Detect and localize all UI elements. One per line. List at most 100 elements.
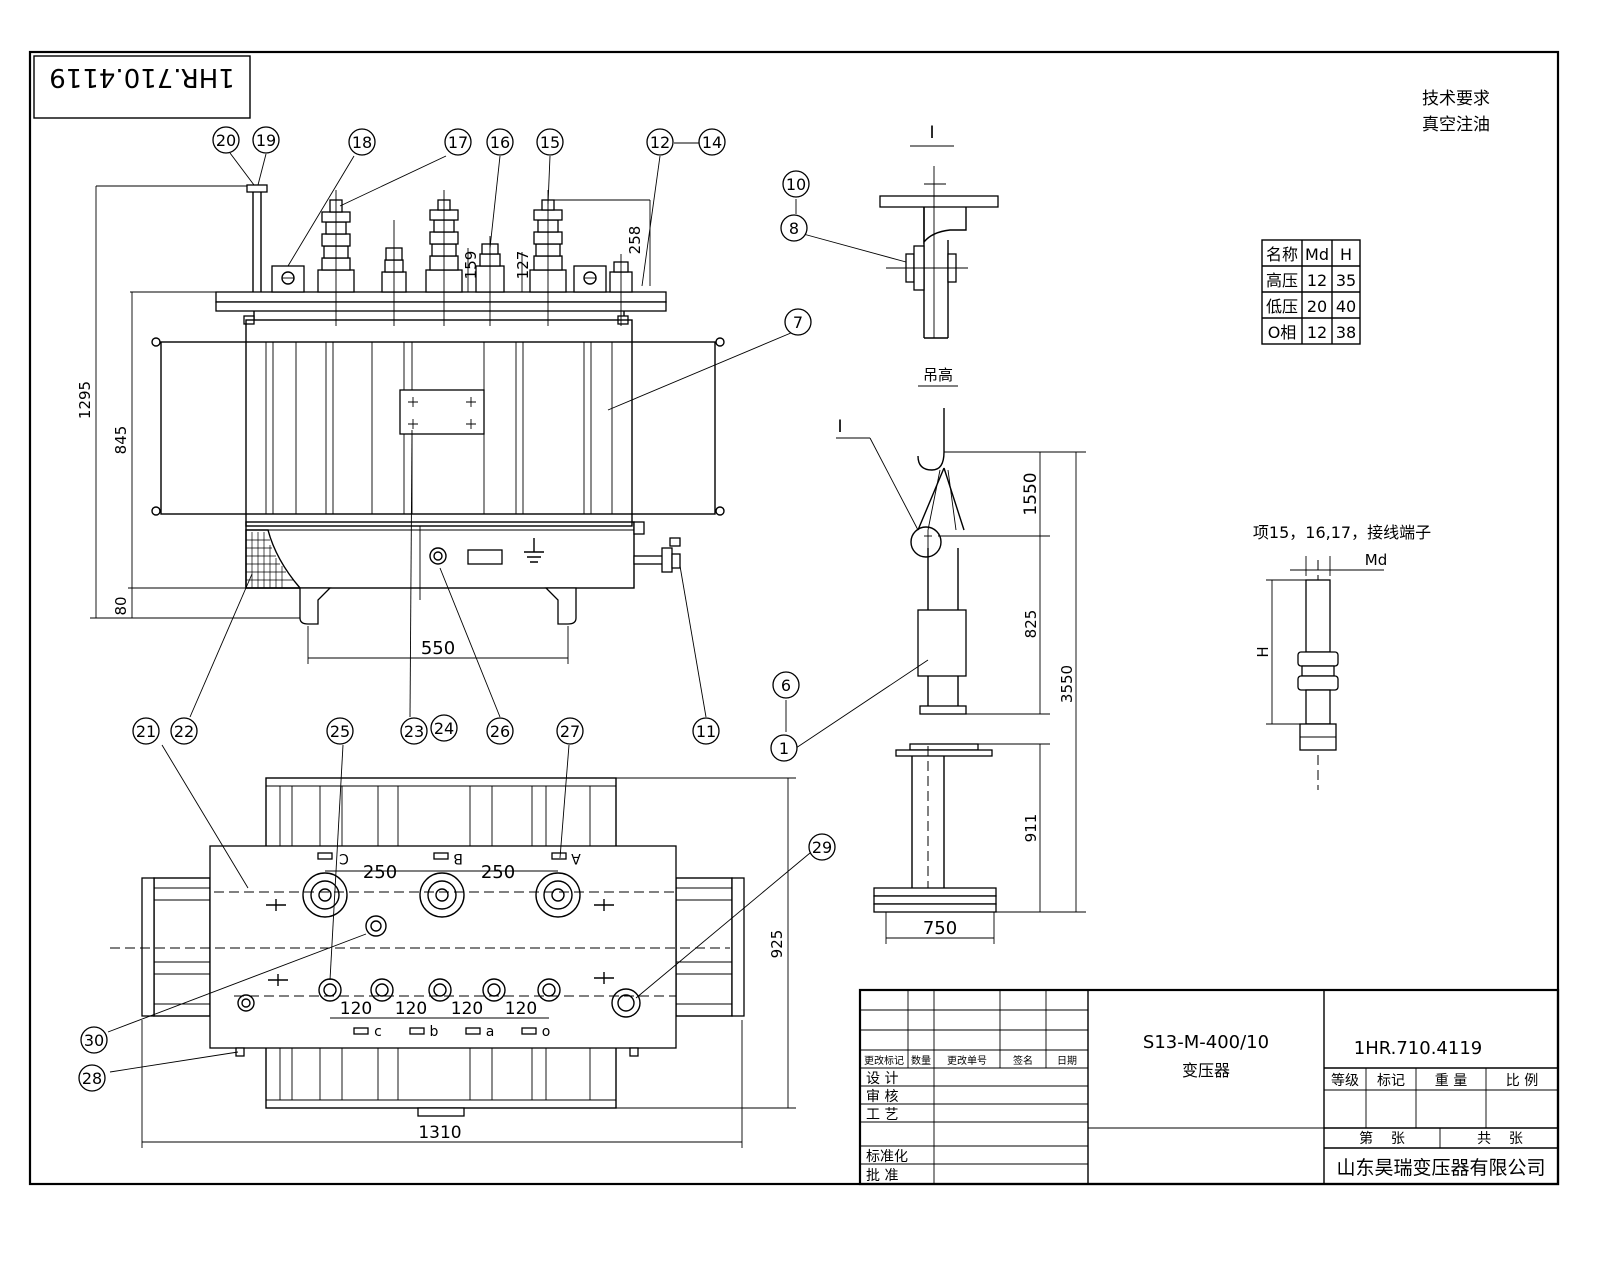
dim-250-1: 250 — [363, 862, 397, 883]
terminal-table: 名称 Md H 高压 12 35 低压 20 40 O相 12 38 — [1261, 239, 1361, 345]
lv-label-c: c — [374, 1024, 382, 1040]
dim-1310: 1310 — [418, 1123, 461, 1143]
svg-text:23: 23 — [404, 722, 424, 741]
svg-text:21: 21 — [136, 722, 156, 741]
callout-30: 30 — [80, 1026, 108, 1054]
lift-dim-1550: 1550 — [1021, 472, 1041, 515]
lift-dim-825: 825 — [1022, 610, 1040, 639]
table-cell: 低压 — [1266, 297, 1298, 316]
dim-120-4: 120 — [505, 999, 537, 1019]
role-standard: 标准化 — [866, 1149, 908, 1165]
svg-text:15: 15 — [540, 133, 560, 152]
callout-10: 10 — [782, 170, 810, 198]
svg-text:20: 20 — [216, 131, 236, 150]
title-block: 更改标记 数量 更改单号 签名 日期 设 计 审 核 工 艺 标准化 批 准 S… — [858, 988, 1560, 1186]
table-cell: 35 — [1336, 271, 1356, 290]
callout-23: 23 — [400, 717, 428, 745]
hv-label-b: B — [453, 850, 463, 866]
table-cell: 12 — [1307, 271, 1327, 290]
front-elevation-view: 159 127 258 — [76, 184, 725, 664]
callout-16: 16 — [486, 128, 514, 156]
callout-6: 6 — [772, 671, 800, 699]
table-cell: 20 — [1307, 297, 1327, 316]
terminal-dim-h: H — [1254, 646, 1272, 657]
svg-text:14: 14 — [702, 133, 722, 152]
dim-845: 845 — [112, 426, 130, 455]
lv-label-o: o — [542, 1024, 551, 1040]
hv-label-a: A — [571, 850, 581, 866]
svg-text:19: 19 — [256, 131, 276, 150]
callout-25: 25 — [326, 717, 354, 745]
rev-header: 日期 — [1057, 1055, 1077, 1067]
callout-balloons: 20 19 18 17 16 15 12 14 10 8 7 6 1 21 22… — [78, 126, 836, 1092]
code-stamp-box — [33, 55, 251, 119]
table-cell: 12 — [1307, 323, 1327, 342]
table-cell: 40 — [1336, 297, 1356, 316]
dim-159: 159 — [462, 251, 480, 280]
callout-12: 12 — [646, 128, 674, 156]
rev-header: 签名 — [1013, 1054, 1033, 1067]
callout-24: 24 — [430, 714, 458, 742]
terminal-detail-title: 项15，16,17，接线端子 — [1253, 523, 1431, 542]
grade-header: 重 量 — [1435, 1073, 1467, 1089]
callout-17: 17 — [444, 128, 472, 156]
plan-view: C B A 250 250 120 120 120 120 c b a — [110, 777, 796, 1148]
grade-header: 比 例 — [1506, 1073, 1538, 1089]
svg-text:24: 24 — [434, 719, 454, 738]
callout-21: 21 — [132, 717, 160, 745]
dim-925: 925 — [768, 930, 786, 959]
callout-1: 1 — [770, 734, 798, 762]
callout-29: 29 — [808, 833, 836, 861]
callout-27: 27 — [556, 717, 584, 745]
sheet-border — [28, 50, 1560, 1186]
svg-text:25: 25 — [330, 722, 350, 741]
table-header-h: H — [1340, 245, 1352, 264]
lift-leader-i: I — [837, 417, 842, 437]
sheet-number: 第 张 — [1359, 1130, 1405, 1147]
svg-text:22: 22 — [174, 722, 194, 741]
company-name: 山东昊瑞变压器有限公司 — [1336, 1157, 1545, 1179]
dim-258: 258 — [626, 226, 644, 255]
hv-label-c: C — [339, 850, 349, 866]
dim-120-1: 120 — [340, 999, 372, 1019]
role-approve: 批 准 — [866, 1168, 898, 1184]
dim-550: 550 — [421, 638, 455, 659]
callout-leaders — [107, 142, 929, 1073]
lift-dim-750: 750 — [923, 918, 957, 939]
callout-22: 22 — [170, 717, 198, 745]
role-process: 工 艺 — [866, 1107, 898, 1123]
terminal-detail: 项15，16,17，接线端子 Md H — [1253, 523, 1431, 790]
svg-text:29: 29 — [812, 838, 832, 857]
lift-dim-911: 911 — [1022, 814, 1040, 843]
svg-text:12: 12 — [650, 133, 670, 152]
table-cell: 高压 — [1266, 271, 1298, 290]
rev-header: 更改标记 — [864, 1054, 904, 1067]
svg-text:7: 7 — [793, 313, 803, 332]
grade-header: 等级 — [1331, 1072, 1359, 1089]
callout-26: 26 — [486, 717, 514, 745]
callout-18: 18 — [348, 128, 376, 156]
svg-text:6: 6 — [781, 676, 791, 695]
tech-req-item: 真空注油 — [1422, 115, 1490, 135]
role-review: 审 核 — [866, 1089, 898, 1105]
lv-label-b: b — [430, 1024, 439, 1040]
dim-250-2: 250 — [481, 862, 515, 883]
tech-req-title: 技术要求 — [1422, 89, 1490, 109]
callout-8: 8 — [780, 214, 808, 242]
lift-dim-3550: 3550 — [1058, 665, 1076, 703]
callout-28: 28 — [78, 1064, 106, 1092]
svg-text:17: 17 — [448, 133, 468, 152]
svg-text:26: 26 — [490, 722, 510, 741]
lv-label-a: a — [486, 1024, 495, 1040]
sheet-total: 共 张 — [1477, 1131, 1523, 1147]
role-design: 设 计 — [866, 1071, 898, 1087]
dim-1295: 1295 — [76, 381, 94, 419]
callout-20: 20 — [212, 126, 240, 154]
grade-header: 标记 — [1377, 1073, 1405, 1089]
dim-80: 80 — [112, 596, 130, 615]
product-name: 变压器 — [1182, 1061, 1230, 1080]
code-stamp-text: 1HR.710.4119 — [49, 62, 235, 92]
model-number: S13-M-400/10 — [1143, 1032, 1269, 1053]
svg-text:18: 18 — [352, 133, 372, 152]
